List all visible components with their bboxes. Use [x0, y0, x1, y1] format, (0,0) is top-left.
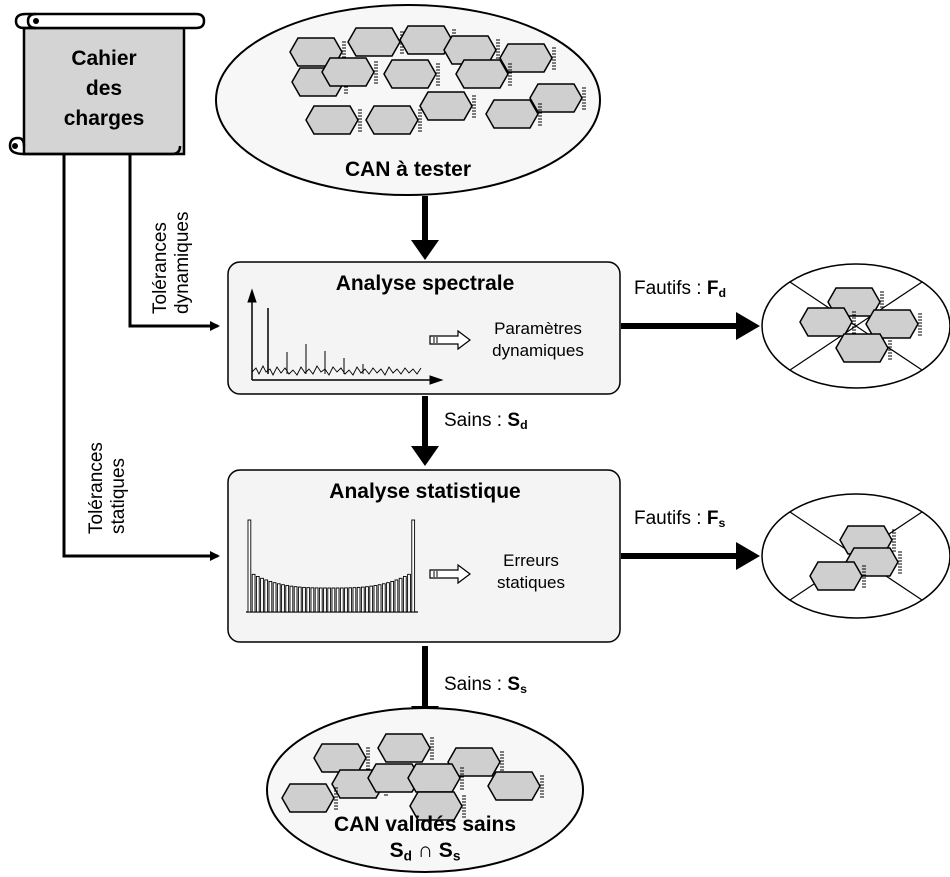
- histogram-bar: [314, 587, 319, 613]
- histogram-bar: [323, 587, 327, 613]
- histogram-bar: [365, 586, 369, 613]
- histogram-bar: [386, 582, 390, 613]
- spectrum-plot-icon: [247, 288, 444, 385]
- rejected-cross-icon: [761, 263, 950, 389]
- histogram-bar: [394, 579, 399, 613]
- histogram-bar: [285, 585, 290, 613]
- histogram-bar: [276, 583, 281, 613]
- histogram-bar: [268, 580, 273, 613]
- statistical-output-label: Erreurs statiques: [496, 551, 566, 592]
- histogram-bar: [260, 577, 264, 613]
- healthy-s-label: Sains : Ss: [444, 674, 527, 697]
- histogram-bar: [331, 587, 336, 613]
- histogram-bar: [302, 586, 306, 613]
- histogram-bar: [327, 587, 332, 613]
- histogram-bar: [411, 519, 416, 613]
- rejected-cross-icon: [761, 493, 950, 619]
- histogram-bar: [377, 584, 382, 613]
- histogram-bar: [407, 573, 411, 613]
- histogram-bar: [247, 519, 252, 613]
- population-label: CAN à tester: [344, 158, 472, 181]
- histogram-bar: [402, 575, 407, 613]
- histogram-bar: [356, 586, 361, 613]
- histogram-bar: [369, 585, 374, 613]
- histogram-bar: [352, 587, 357, 613]
- scroll-icon: [8, 12, 206, 156]
- histogram-bar: [335, 587, 340, 613]
- histogram-bar: [289, 585, 294, 613]
- histogram-bar: [255, 575, 260, 613]
- histogram-bar: [390, 580, 395, 613]
- histogram-bar: [306, 587, 311, 613]
- histogram-bar: [398, 577, 403, 613]
- spectral-title: Analyse spectrale: [335, 272, 515, 295]
- dyn-tolerance-arrow: [128, 154, 220, 331]
- hollow-arrow-icon: [429, 563, 471, 585]
- histogram-bar: [339, 587, 344, 613]
- stat-tolerance-label: Tolérances statiques: [86, 442, 129, 534]
- spectral-box: [227, 261, 621, 395]
- spec-title: Cahier des charges: [63, 47, 145, 130]
- hollow-arrow-icon: [429, 329, 471, 351]
- histogram-bar: [344, 587, 348, 613]
- histogram-bar: [264, 579, 269, 613]
- histogram-bar: [318, 587, 323, 613]
- spectral-faulty-label: Fautifs : Fd: [634, 278, 727, 301]
- histogram-bar: [297, 586, 302, 613]
- statistical-title: Analyse statistique: [329, 480, 521, 503]
- histogram-bar: [360, 586, 365, 613]
- validated-label: CAN validés sains Sd ∩ Ss: [333, 813, 517, 864]
- histogram-plot-icon: [246, 519, 418, 613]
- dyn-tolerance-label: Tolérances dynamiques: [150, 211, 193, 314]
- healthy-d-label: Sains : Sd: [444, 410, 528, 433]
- histogram-bar: [381, 583, 386, 613]
- histogram-bar: [373, 585, 378, 613]
- histogram-bar: [272, 582, 277, 613]
- histogram-bar: [293, 586, 298, 613]
- histogram-bar: [348, 587, 353, 613]
- histogram-bar: [310, 587, 315, 613]
- statistical-faulty-label: Fautifs : Fs: [634, 508, 726, 531]
- spectral-output-label: Paramètres dynamiques: [492, 319, 584, 360]
- histogram-bar: [251, 573, 256, 613]
- histogram-bar: [281, 584, 285, 613]
- stat-tolerance-arrow: [62, 154, 220, 561]
